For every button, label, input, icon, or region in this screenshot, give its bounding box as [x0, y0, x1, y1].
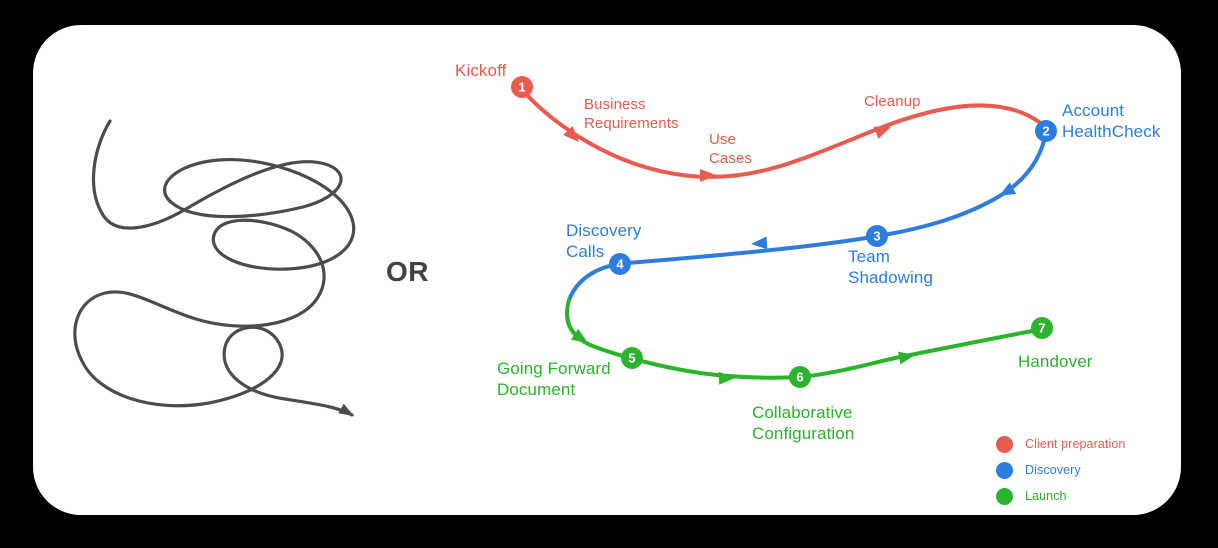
step-number-4: 4	[616, 257, 624, 272]
step-number-3: 3	[873, 229, 880, 244]
step-marker-6: 6	[789, 366, 811, 388]
step-label-collaborative-configuration: Collaborative Configuration	[752, 403, 855, 443]
legend-item-discovery: Discovery	[996, 457, 1125, 483]
scribble-arrowhead	[338, 403, 354, 416]
step-circle-1	[511, 76, 533, 98]
scribble-path	[73, 119, 356, 417]
step-label-discovery-calls: Discovery Calls	[566, 221, 642, 261]
step-number-6: 6	[796, 370, 803, 385]
legend-label: Client preparation	[1025, 437, 1126, 451]
arrowhead-icon	[999, 182, 1017, 196]
launch-dot-icon	[996, 487, 1013, 505]
step-number-2: 2	[1042, 124, 1049, 139]
arrowhead-icon	[571, 328, 588, 343]
or-separator-label: OR	[386, 256, 429, 287]
launch-curve	[565, 298, 1045, 380]
client-preparation-dot-icon	[996, 435, 1013, 453]
step-label-team-shadowing: Team Shadowing	[848, 247, 934, 287]
step-number-1: 1	[518, 80, 525, 95]
launch-path	[565, 298, 1045, 385]
discovery-dot-icon	[996, 461, 1013, 479]
arrowhead-icon	[718, 371, 735, 385]
step-marker-1: 1	[511, 76, 533, 98]
legend-item-client-preparation: Client preparation	[996, 431, 1125, 457]
step-circle-3	[866, 225, 888, 247]
step-marker-5: 5	[621, 347, 643, 369]
arrowhead-icon	[751, 236, 768, 250]
step-marker-3: 3	[866, 225, 888, 247]
legend-label: Discovery	[1025, 463, 1081, 477]
arrowhead-icon	[873, 126, 891, 139]
step-label-handover: Handover	[1018, 352, 1093, 371]
annotation-use-cases: Use Cases	[709, 131, 753, 167]
step-circle-5	[621, 347, 643, 369]
step-label-going-forward-document: Going Forward Document	[497, 359, 611, 399]
legend-item-launch: Launch	[996, 483, 1125, 509]
annotation-business-requirements: Business Requirements	[584, 96, 679, 132]
client-preparation-path	[524, 92, 1044, 183]
step-circle-2	[1035, 120, 1057, 142]
step-circle-6	[789, 366, 811, 388]
step-marker-7: 7	[1031, 317, 1053, 339]
chaos-scribble	[73, 119, 356, 417]
step-marker-2: 2	[1035, 120, 1057, 142]
annotation-cleanup: Cleanup	[864, 93, 921, 110]
step-label-account-healthcheck: Account HealthCheck	[1062, 101, 1161, 141]
legend-label: Launch	[1025, 489, 1067, 503]
step-number-7: 7	[1038, 321, 1045, 336]
step-number-5: 5	[628, 351, 635, 366]
arrowhead-icon	[898, 351, 915, 365]
step-marker-4: 4	[609, 253, 631, 275]
step-circle-4	[609, 253, 631, 275]
legend: Client preparation Discovery Launch	[996, 431, 1125, 509]
arrowhead-icon	[699, 169, 716, 183]
step-label-kickoff: Kickoff	[455, 61, 507, 80]
step-circle-7	[1031, 317, 1053, 339]
arrowhead-icon	[563, 125, 579, 142]
client-preparation-curve	[524, 92, 1044, 179]
